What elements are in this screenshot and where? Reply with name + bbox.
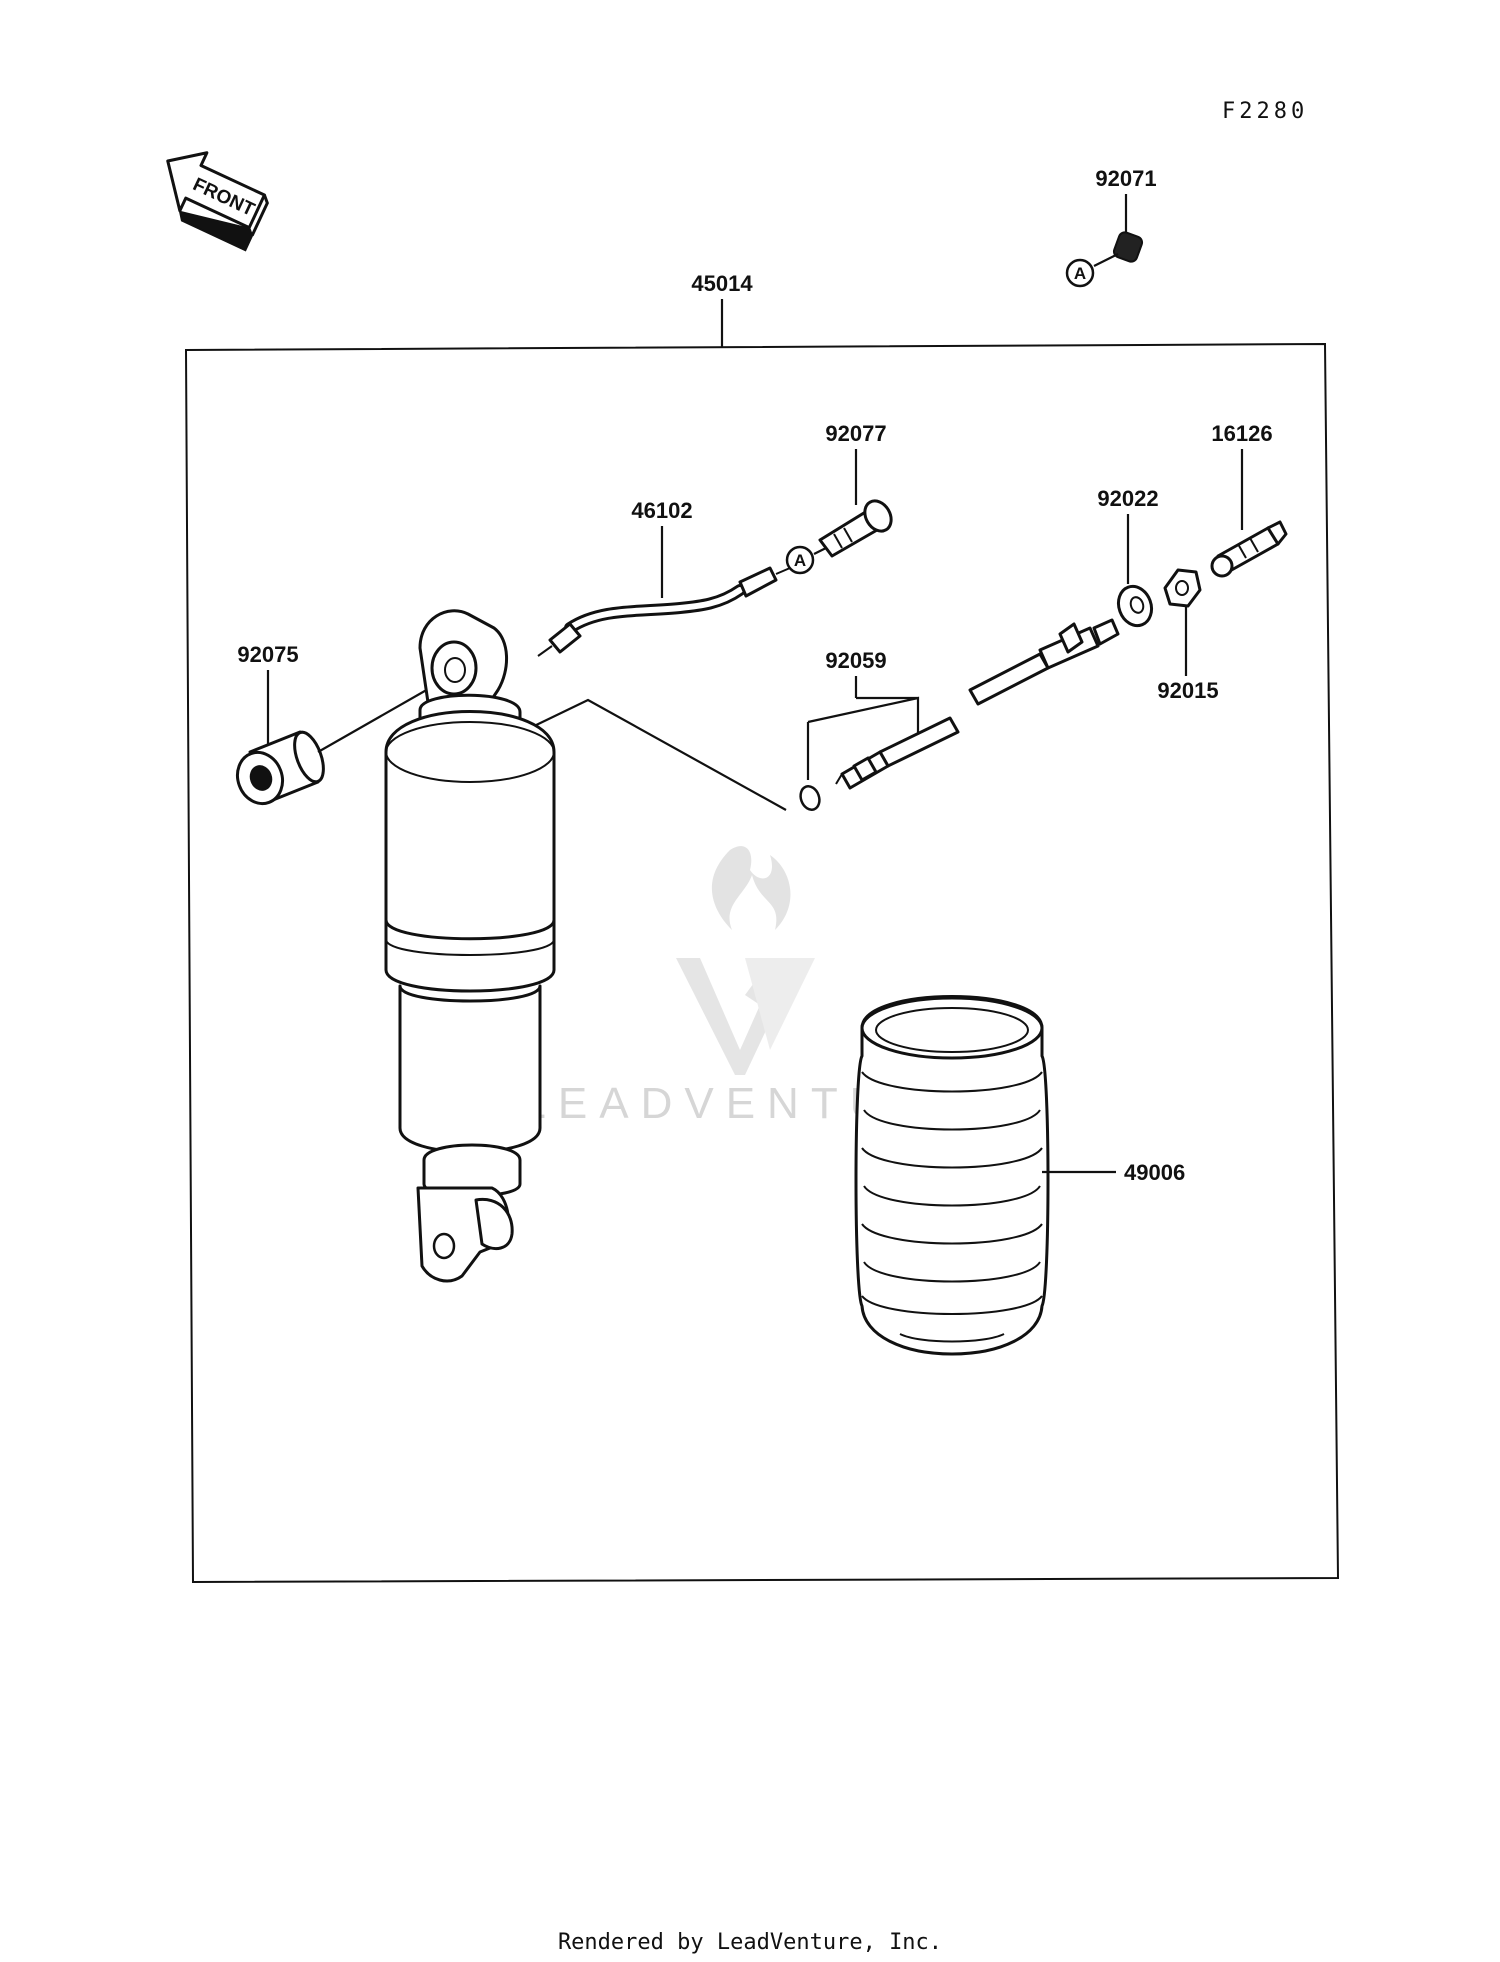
leader-o-ring: [529, 698, 787, 811]
figure-code: F2280: [1222, 99, 1308, 124]
boot-49006-icon: [854, 995, 1050, 1356]
marker-a-letter: A: [1074, 264, 1086, 283]
leader-a-92071: [1093, 253, 1119, 267]
part-label-16126: 16126: [1211, 421, 1272, 446]
part-label-92075: 92075: [237, 642, 298, 667]
hose-46102-icon: [537, 566, 791, 657]
marker-a-letter-2: A: [794, 551, 806, 570]
part-label-92015: 92015: [1157, 678, 1218, 703]
marker-a-icon-2: A: [785, 545, 815, 575]
part-label-49006: 49006: [1124, 1160, 1185, 1185]
leader-92059: [806, 676, 920, 780]
marker-a-icon: A: [1065, 258, 1095, 288]
footer-credit: Rendered by LeadVenture, Inc.: [558, 1930, 942, 1955]
part-label-92022: 92022: [1097, 486, 1158, 511]
hose-kit-92059-icon: [799, 618, 1120, 811]
front-arrow-icon: FRONT: [166, 151, 269, 252]
shock-absorber-icon: [384, 609, 556, 1283]
bushing-92075-icon: [235, 730, 325, 806]
leader-a-92077: [813, 547, 827, 555]
part-label-92059: 92059: [825, 648, 886, 673]
watermark-logo: [676, 846, 815, 1075]
part-label-92077: 92077: [825, 421, 886, 446]
nut-92015-icon: [1163, 568, 1202, 608]
part-label-92071: 92071: [1095, 166, 1156, 191]
leader-bushing-mount: [317, 687, 431, 753]
part-label-45014: 45014: [691, 271, 753, 296]
cap-end-92077-icon: [818, 499, 893, 558]
washer-92022-icon: [1116, 584, 1154, 628]
part-label-46102: 46102: [631, 498, 692, 523]
cap-92071-icon: [1112, 231, 1144, 263]
valve-16126-icon: [1210, 520, 1288, 578]
assembly-frame: [184, 342, 1340, 1584]
